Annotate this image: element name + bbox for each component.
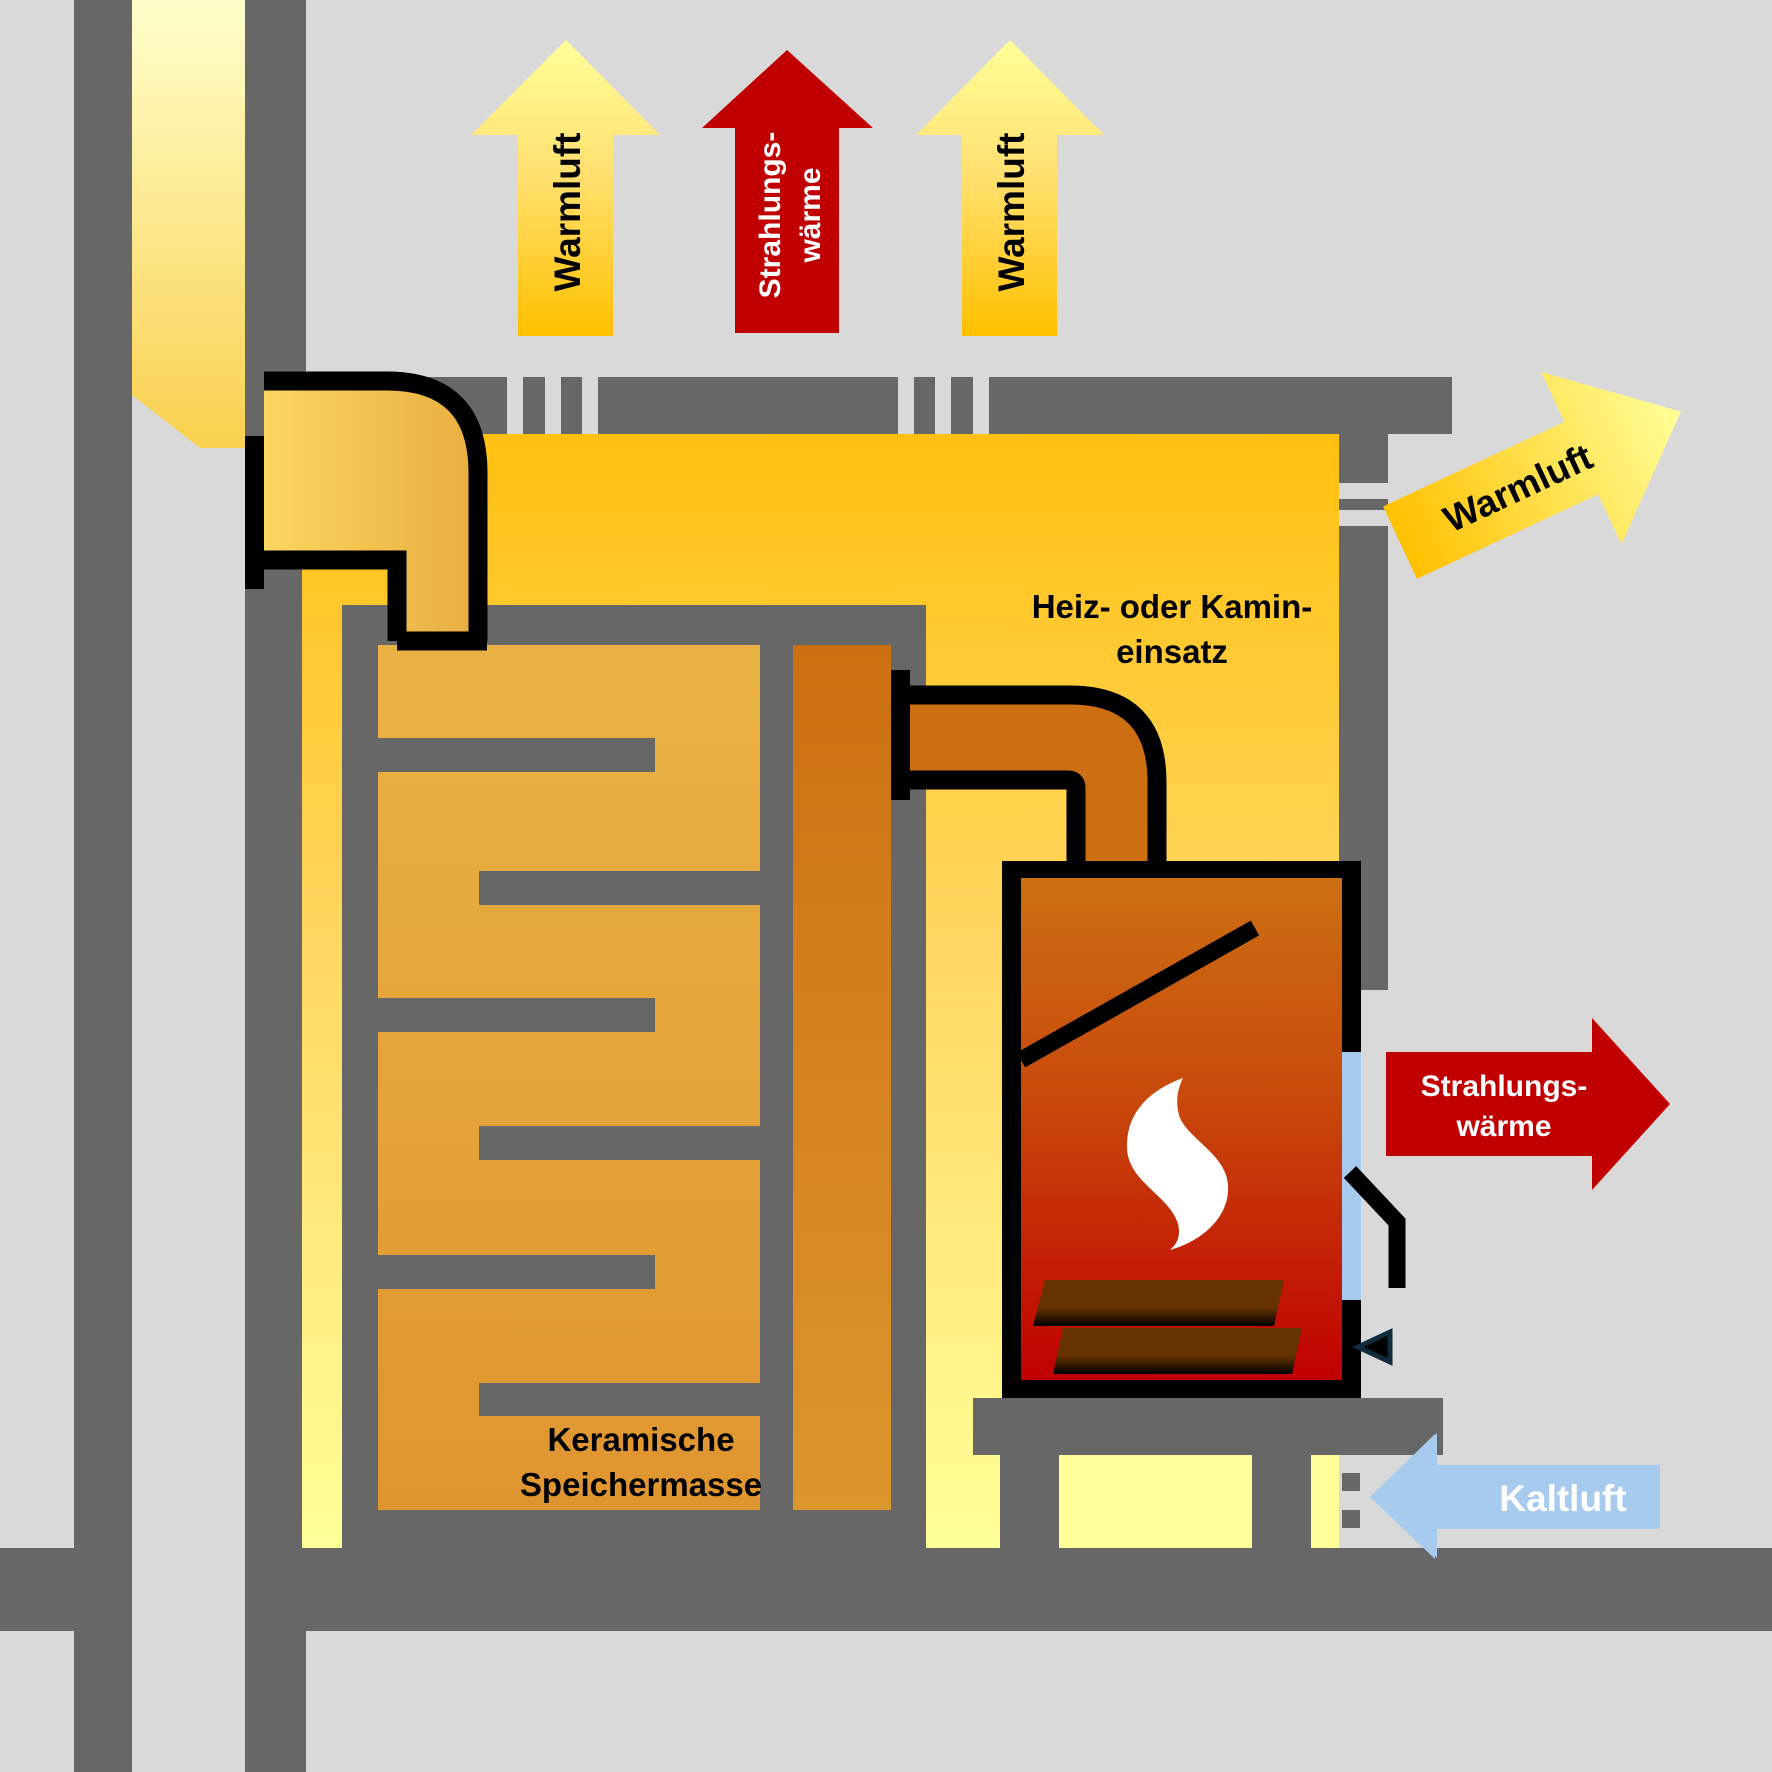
log: [1053, 1328, 1302, 1374]
top-vent-slot: [582, 377, 598, 434]
side-vent-slot: [1339, 483, 1388, 499]
top-vent-slot: [507, 377, 523, 434]
door-handle[interactable]: [1343, 1166, 1406, 1288]
storage-baffle: [479, 1383, 793, 1416]
firebox-baffle: [1016, 920, 1260, 1068]
radiant-heat-label-line2: wärme: [1455, 1110, 1551, 1143]
top-cover-wall: [306, 377, 1452, 434]
base-leg: [1252, 1455, 1311, 1548]
ceramic-storage-mass: Keramische Speichermasse: [342, 605, 926, 1549]
floor: [0, 1548, 1772, 1631]
flame-icon: [1126, 1078, 1229, 1250]
side-vent-slot: [1339, 510, 1388, 526]
chimney-flue-gas: [132, 0, 245, 448]
base-opening: [1059, 1455, 1252, 1548]
cold-air-arrow: Kaltluft: [1370, 1433, 1660, 1559]
cold-air-label: Kaltluft: [1499, 1478, 1626, 1519]
pipe-flange: [245, 436, 264, 589]
storage-baffle: [378, 738, 655, 772]
radiant-heat-arrow-side: Strahlungs- wärme: [1386, 1018, 1670, 1190]
chimney-connector-pipe: [245, 371, 488, 651]
firebox-base: [973, 1398, 1443, 1548]
storage-baffle: [479, 871, 760, 905]
radiant-heat-label-line2: wärme: [794, 167, 827, 263]
top-vent-slot: [973, 377, 989, 434]
chimney-outer-wall: [74, 0, 132, 1772]
top-vent-slot: [545, 377, 561, 434]
storage-label-line1: Keramische: [547, 1421, 734, 1458]
chimney-inner-wall: [245, 0, 306, 1772]
base-opening: [1311, 1455, 1339, 1548]
radiant-heat-arrow-top: Strahlungs- wärme: [702, 50, 873, 333]
pipe-flange: [891, 670, 910, 800]
base-leg: [1000, 1455, 1059, 1548]
chimney: [74, 0, 306, 1772]
intake-vent-slat: [1342, 1510, 1360, 1528]
insert-label-line1: Heiz- oder Kamin-: [1032, 588, 1313, 625]
warm-air-label: Warmluft: [547, 133, 588, 292]
firebox-connector-pipe: [891, 670, 1167, 870]
warm-air-arrow-top-right: Warmluft: [916, 40, 1104, 336]
storage-baffle: [378, 998, 655, 1032]
intake-vent-slat: [1342, 1473, 1360, 1491]
warm-air-arrow-top-left: Warmluft: [471, 40, 660, 336]
storage-baffle: [479, 1126, 760, 1160]
intake-vent-wall: [1339, 1455, 1354, 1548]
log: [1033, 1280, 1284, 1326]
storage-riser-channel: [793, 645, 891, 1510]
warm-air-label: Warmluft: [991, 133, 1032, 292]
top-vent-slot: [935, 377, 951, 434]
radiant-heat-label-line1: Strahlungs-: [1421, 1070, 1588, 1103]
storage-baffle: [378, 1255, 655, 1289]
storage-flue-channel: [378, 645, 760, 1510]
door-hinge-icon: [1352, 1328, 1393, 1366]
base-shelf: [973, 1398, 1443, 1455]
heating-insert: [1002, 861, 1406, 1398]
top-vent-slot: [898, 377, 914, 434]
storage-label-line2: Speichermasse: [520, 1466, 762, 1503]
storage-partition: [760, 645, 793, 1415]
radiant-heat-label-line1: Strahlungs-: [754, 132, 787, 299]
insert-label-line2: einsatz: [1116, 633, 1228, 670]
